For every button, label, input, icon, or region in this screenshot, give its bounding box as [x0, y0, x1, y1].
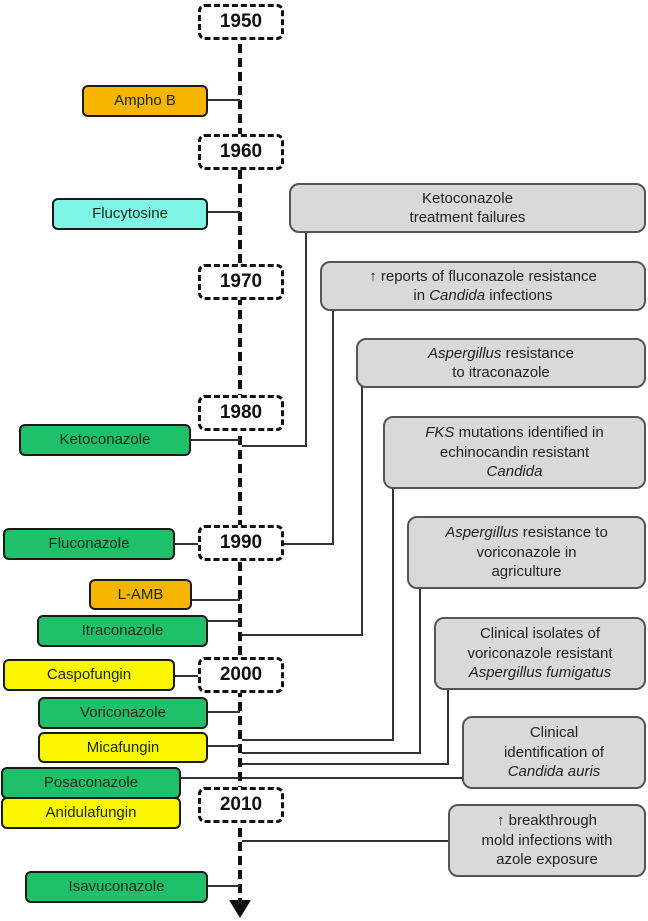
event-text-line: treatment failures — [410, 208, 526, 228]
event-ketoconazole-treatment-failures: Ketoconazole treatment failures — [289, 183, 646, 233]
event-text-line: Aspergillus fumigatus — [469, 663, 612, 683]
year-marker-1980: 1980 — [198, 395, 284, 431]
event-text-line: agriculture — [491, 562, 561, 582]
event-text-line: ↑ breakthrough — [497, 811, 597, 831]
event-text-line: Candida auris — [508, 762, 601, 782]
event-text-line: Aspergillus resistance — [428, 344, 574, 364]
year-marker-2010: 2010 — [198, 787, 284, 823]
event-text-line: Candida — [487, 462, 543, 482]
drug-ketoconazole: Ketoconazole — [19, 424, 191, 456]
drug-flucytosine: Flucytosine — [52, 198, 208, 230]
event-text: Ketoconazole — [422, 189, 513, 207]
event-text-line: Aspergillus resistance to — [445, 523, 608, 543]
event-text-line: echinocandin resistant — [440, 443, 589, 463]
year-marker-1950: 1950 — [198, 4, 284, 40]
event-text: infections — [485, 287, 553, 304]
event-text: identification of — [503, 743, 605, 761]
event-text-italic: Candida auris — [507, 763, 601, 781]
connector-event-ketoconazole-failures — [242, 230, 307, 447]
connector-event-aspergillus-agriculture — [242, 587, 421, 754]
event-text-italic: FKS — [425, 424, 455, 442]
event-text-line: azole exposure — [496, 850, 598, 870]
year-marker-2000: 2000 — [198, 657, 284, 693]
event-text: ↑ breakthrough — [496, 812, 598, 830]
year-marker-1990: 1990 — [198, 525, 284, 561]
event-text: treatment failures — [409, 209, 526, 226]
year-marker-1960: 1960 — [198, 134, 284, 170]
event-text: voriconazole resistant — [467, 644, 613, 662]
event-text-line: voriconazole in — [476, 543, 576, 563]
event-text: Clinical — [529, 724, 579, 742]
event-text-italic: Candida — [486, 463, 543, 481]
drug-fluconazole: Fluconazole — [3, 528, 175, 560]
connector-event-aspergillus-itraconazole — [242, 386, 363, 636]
event-text: to itraconazole — [452, 364, 550, 381]
event-text: agriculture — [491, 563, 562, 581]
drug-anidulafungin: Anidulafungin — [1, 797, 181, 829]
drug-ampho-b: Ampho B — [82, 85, 208, 117]
drug-caspofungin: Caspofungin — [3, 659, 175, 691]
event-text: mold infections with — [481, 831, 613, 849]
event-text: echinocandin resistant — [439, 443, 590, 461]
event-text-line: identification of — [504, 743, 604, 763]
event-text: resistance — [501, 344, 574, 362]
event-text-line: Clinical isolates of — [480, 624, 600, 644]
arrow-head-icon — [229, 900, 251, 918]
event-text-italic: Aspergillus fumigatus — [468, 664, 612, 682]
year-marker-1970: 1970 — [198, 264, 284, 300]
drug-voriconazole: Voriconazole — [38, 697, 208, 729]
event-text-line: ↑ reports of fluconazole resistance — [369, 267, 597, 287]
connector-event-fks-mutations — [242, 487, 394, 741]
event-text-italic: Aspergillus — [445, 524, 519, 542]
event-text-line: in Candida infections — [413, 286, 552, 306]
connector-event-fluconazole-resistance — [284, 308, 334, 545]
connector-event-clinical-isolates — [242, 688, 449, 765]
drug-itraconazole: Itraconazole — [37, 615, 208, 647]
event-text-line: to itraconazole — [452, 363, 550, 383]
drug-posaconazole: Posaconazole — [1, 767, 181, 799]
event-text-line: FKS mutations identified in — [425, 423, 603, 443]
event-text: resistance to — [518, 524, 608, 542]
event-text: ↑ reports of fluconazole resistance — [369, 267, 597, 285]
event-text-line: voriconazole resistant — [467, 644, 612, 664]
event-text-line: Ketoconazole — [422, 189, 513, 209]
event-text: voriconazole in — [476, 543, 577, 561]
event-text: azole exposure — [496, 851, 598, 869]
event-text: mutations identified in — [454, 424, 604, 442]
drug-isavuconazole: Isavuconazole — [25, 871, 208, 903]
event-text-line: Clinical — [530, 723, 578, 743]
drug-l-amb: L-AMB — [89, 579, 192, 610]
drug-micafungin: Micafungin — [38, 732, 208, 763]
event-text: in — [413, 287, 430, 304]
event-text-italic: Aspergillus — [428, 344, 502, 362]
event-text-line: mold infections with — [482, 831, 613, 851]
event-text: Clinical isolates of — [479, 625, 601, 643]
event-text-italic: Candida — [429, 287, 486, 304]
